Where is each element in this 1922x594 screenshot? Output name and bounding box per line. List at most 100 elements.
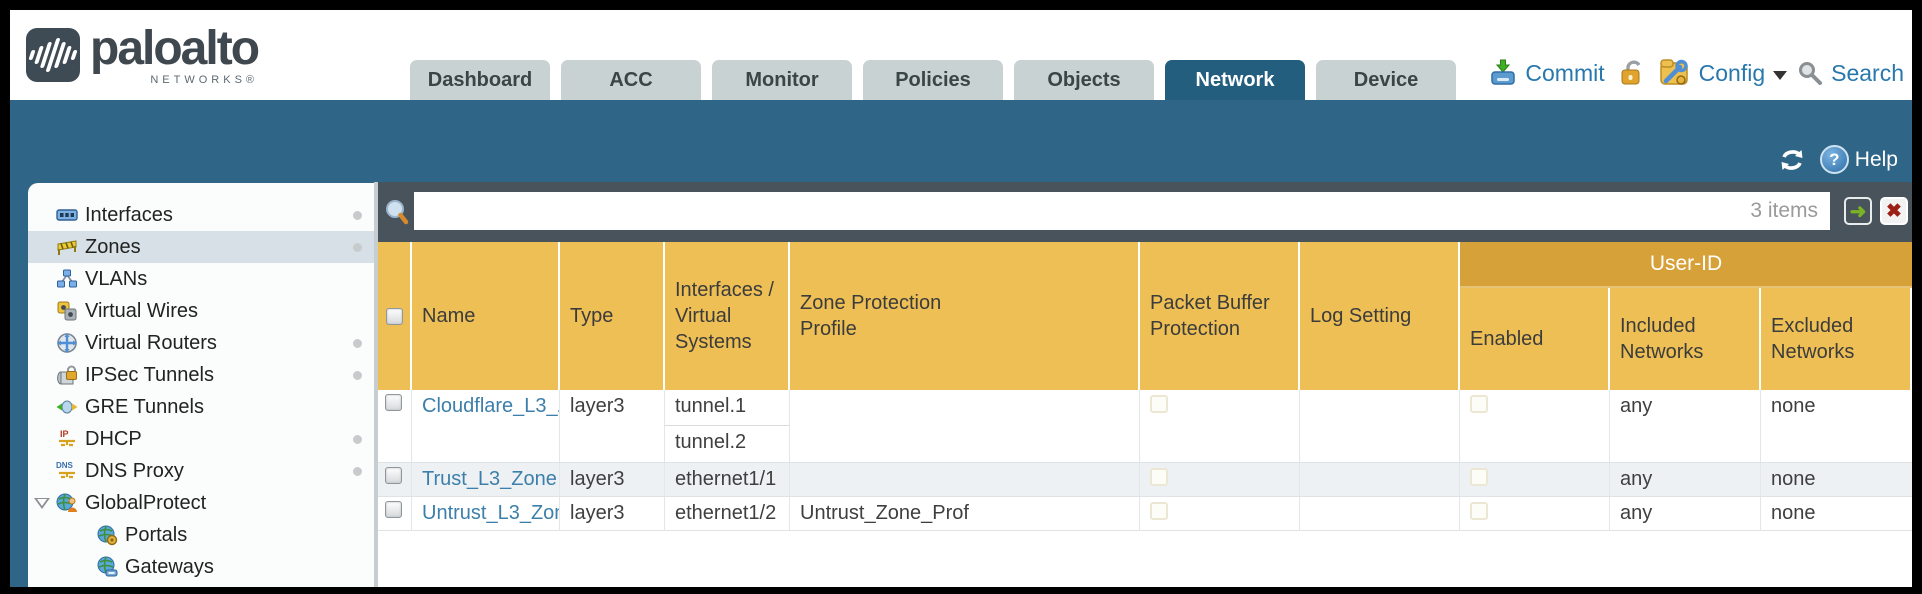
tab-dashboard[interactable]: Dashboard xyxy=(410,60,550,100)
sidebar-item-label: Gateways xyxy=(125,555,214,578)
ipsec-tunnels-icon xyxy=(56,364,78,386)
sidebar-item-label: Interfaces xyxy=(85,203,173,226)
tab-acc[interactable]: ACC xyxy=(561,60,701,100)
zone-type: layer3 xyxy=(560,463,665,496)
sidebar-item-label: GlobalProtect xyxy=(85,491,207,514)
status-dot xyxy=(353,466,362,476)
logo-wordmark: paloalto xyxy=(90,22,260,75)
tab-policies[interactable]: Policies xyxy=(863,60,1003,100)
zone-interfaces: ethernet1/2 xyxy=(665,497,790,530)
commit-button[interactable]: Commit xyxy=(1525,60,1605,86)
table-row: Untrust_L3_Zone layer3 ethernet1/2 Untru… xyxy=(378,497,1912,531)
dns-proxy-icon: DNS xyxy=(56,460,78,482)
row-checkbox[interactable] xyxy=(385,501,402,518)
sidebar-item-virtual-routers[interactable]: Virtual Routers xyxy=(28,327,374,359)
sidebar-item-virtual-wires[interactable]: Virtual Wires xyxy=(28,295,374,327)
tab-objects[interactable]: Objects xyxy=(1014,60,1154,100)
portals-icon xyxy=(96,524,118,546)
paloalto-logo-icon xyxy=(26,28,80,82)
column-header-name[interactable]: Name xyxy=(412,242,560,390)
network-sidebar: Interfaces Zones VLANs xyxy=(28,183,374,587)
column-header-log-setting[interactable]: Log Setting xyxy=(1300,242,1460,390)
zone-protection-profile: Untrust_Zone_Prof xyxy=(790,497,1140,530)
sidebar-item-ipsec-tunnels[interactable]: IPSec Tunnels xyxy=(28,359,374,391)
excluded-networks: none xyxy=(1771,395,1816,417)
sidebar-item-label: Virtual Wires xyxy=(85,299,198,322)
interfaces-icon xyxy=(56,204,78,226)
sidebar-item-label: Portals xyxy=(125,523,188,546)
select-all-checkbox[interactable] xyxy=(385,307,403,325)
status-dot xyxy=(353,242,362,252)
column-header-type[interactable]: Type xyxy=(560,242,665,390)
column-header-interfaces[interactable]: Interfaces / Virtual Systems xyxy=(665,242,790,390)
config-button[interactable]: Config xyxy=(1698,60,1766,86)
expander-triangle-icon[interactable] xyxy=(34,497,50,509)
sidebar-item-label: DNS Proxy xyxy=(85,459,184,482)
filter-input[interactable] xyxy=(414,192,1830,230)
logo-subtitle: NETWORKS® xyxy=(150,74,259,86)
zone-name-link[interactable]: Untrust_L3_Zone xyxy=(422,502,559,524)
tab-monitor[interactable]: Monitor xyxy=(712,60,852,100)
log-setting xyxy=(1300,497,1460,530)
apply-filter-button[interactable]: ➜ xyxy=(1844,197,1872,225)
sidebar-item-zones[interactable]: Zones xyxy=(28,231,374,263)
column-header-included-networks[interactable]: Included Networks xyxy=(1610,242,1761,390)
filter-search-icon xyxy=(384,198,410,226)
config-dropdown-caret[interactable] xyxy=(1773,70,1788,80)
row-checkbox[interactable] xyxy=(385,394,402,411)
sidebar-divider xyxy=(374,182,378,587)
tab-network[interactable]: Network xyxy=(1165,60,1305,100)
tab-device[interactable]: Device xyxy=(1316,60,1456,100)
column-header-packet-buffer-protection[interactable]: Packet Buffer Protection xyxy=(1140,242,1300,390)
log-setting xyxy=(1300,390,1460,462)
zones-panel: 3 items ➜ ✖ Name Type Interfaces / Virtu… xyxy=(378,182,1912,587)
zones-table-header: Name Type Interfaces / Virtual Systems Z… xyxy=(378,242,1912,390)
user-id-enabled-checkbox xyxy=(1470,395,1488,413)
sidebar-item-vlans[interactable]: VLANs xyxy=(28,263,374,295)
excluded-networks: none xyxy=(1771,468,1816,490)
column-header-enabled[interactable]: Enabled xyxy=(1460,242,1610,390)
zone-interfaces: ethernet1/1 xyxy=(665,463,790,496)
included-networks: any xyxy=(1610,497,1761,530)
lock-icon[interactable] xyxy=(1619,59,1645,87)
gre-tunnels-icon xyxy=(56,396,78,418)
clear-filter-button[interactable]: ✖ xyxy=(1880,197,1908,225)
column-header-excluded-networks[interactable]: Excluded Networks xyxy=(1761,242,1912,390)
sidebar-item-portals[interactable]: Portals xyxy=(28,519,374,551)
table-row: Cloudflare_L3_Zone layer3 tunnel.1 tunne… xyxy=(378,390,1912,463)
sidebar-item-globalprotect[interactable]: GlobalProtect xyxy=(28,487,374,519)
zone-name-link[interactable]: Cloudflare_L3_Zone xyxy=(422,395,559,417)
sidebar-item-gateways[interactable]: Gateways xyxy=(28,551,374,583)
column-header-zone-protection-profile[interactable]: Zone Protection Profile xyxy=(790,242,1140,390)
status-dot xyxy=(353,370,362,380)
user-id-enabled-checkbox xyxy=(1470,468,1488,486)
packet-buffer-protection-checkbox xyxy=(1150,395,1168,413)
help-icon[interactable]: ? xyxy=(1819,145,1849,174)
top-header: paloalto NETWORKS® Dashboard ACC Monitor… xyxy=(10,10,1912,100)
content-area: Interfaces Zones VLANs xyxy=(10,182,1912,587)
row-checkbox[interactable] xyxy=(385,467,402,484)
search-button[interactable]: Search xyxy=(1831,60,1904,86)
zone-type: layer3 xyxy=(560,390,665,462)
svg-text:IP: IP xyxy=(60,429,69,439)
sidebar-item-label: Virtual Routers xyxy=(85,331,217,354)
table-row: Trust_L3_Zone layer3 ethernet1/1 any non… xyxy=(378,463,1912,497)
sidebar-item-interfaces[interactable]: Interfaces xyxy=(28,199,374,231)
zones-table-body: Cloudflare_L3_Zone layer3 tunnel.1 tunne… xyxy=(378,390,1912,531)
included-networks: any xyxy=(1610,390,1761,462)
log-setting xyxy=(1300,463,1460,496)
packet-buffer-protection-checkbox xyxy=(1150,468,1168,486)
zones-icon xyxy=(56,236,78,258)
sidebar-item-gre-tunnels[interactable]: GRE Tunnels xyxy=(28,391,374,423)
zone-protection-profile xyxy=(790,463,1140,496)
refresh-icon[interactable] xyxy=(1778,147,1806,173)
sidebar-item-dhcp[interactable]: IP DHCP xyxy=(28,423,374,455)
excluded-networks: none xyxy=(1771,502,1816,524)
dhcp-icon: IP xyxy=(56,428,78,450)
sidebar-item-label: GRE Tunnels xyxy=(85,395,204,418)
filter-toolbar: 3 items ➜ ✖ xyxy=(378,182,1912,242)
help-label[interactable]: Help xyxy=(1854,147,1898,171)
sidebar-item-dns-proxy[interactable]: DNS DNS Proxy xyxy=(28,455,374,487)
zone-name-link[interactable]: Trust_L3_Zone xyxy=(422,468,557,490)
